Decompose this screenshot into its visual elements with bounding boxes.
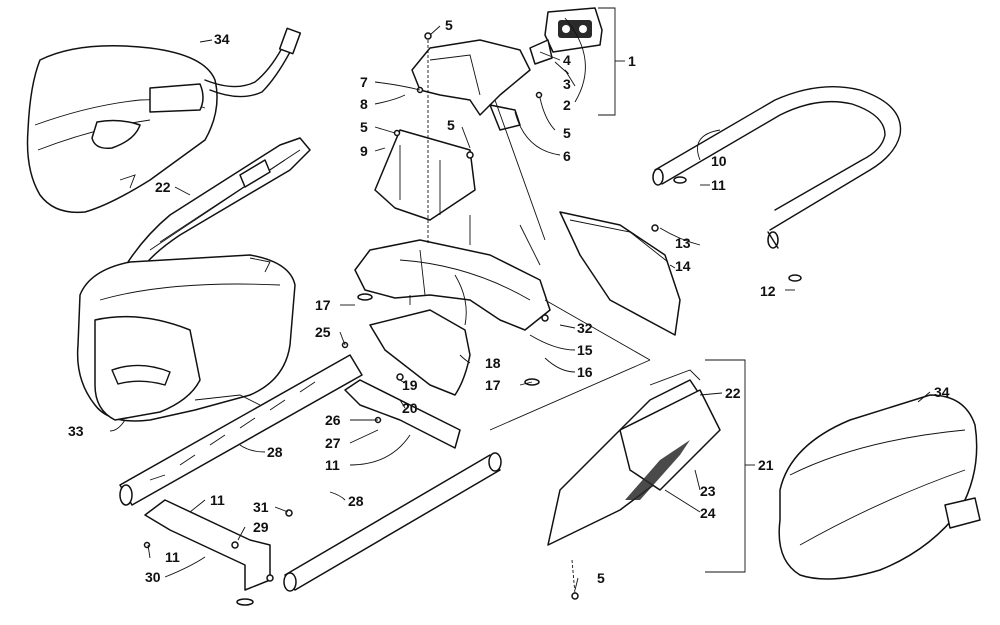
bracket-26 — [344, 379, 461, 449]
callout-5-top: 5 — [445, 17, 453, 33]
callout-13: 13 — [675, 235, 691, 251]
callout-20: 20 — [402, 400, 418, 416]
callout-30: 30 — [145, 569, 161, 585]
trunk-bag-left-33 — [76, 254, 296, 422]
callout-27: 27 — [325, 435, 341, 451]
flap-bracket-9 — [374, 129, 476, 221]
taillight-assembly-2 — [529, 7, 603, 65]
callout-17-left: 17 — [315, 297, 331, 313]
callout-31: 31 — [253, 499, 269, 515]
assembly-lines — [409, 99, 651, 431]
callout-15: 15 — [577, 342, 593, 358]
callout-11-upper: 11 — [210, 492, 225, 508]
callout-28-right: 28 — [348, 493, 364, 509]
callout-26: 26 — [325, 412, 341, 428]
callout-22-left: 22 — [155, 179, 171, 195]
callout-5-mid: 5 — [447, 117, 455, 133]
callout-28-left: 28 — [267, 444, 283, 460]
callout-16: 16 — [577, 364, 593, 380]
saddlebag-left-34 — [26, 27, 302, 214]
callout-23: 23 — [700, 483, 716, 499]
callout-33: 33 — [68, 423, 84, 439]
callout-5-right: 5 — [563, 125, 571, 141]
callout-17-right: 17 — [485, 377, 501, 393]
saddlebag-right-34 — [778, 394, 981, 580]
callout-5-bottom: 5 — [597, 570, 605, 586]
callout-labels: 1 2 3 4 5 5 5 5 5 6 7 8 9 10 11 11 11 11… — [68, 17, 950, 586]
callout-24: 24 — [700, 505, 716, 521]
callout-6: 6 — [563, 148, 571, 164]
grab-bar-10 — [652, 86, 902, 249]
side-cover-14 — [559, 211, 681, 336]
callout-11-lower: 11 — [165, 549, 180, 565]
tail-housing-6 — [411, 39, 531, 131]
mud-flap-18 — [369, 309, 471, 396]
callout-10: 10 — [711, 153, 727, 169]
callout-34-left: 34 — [214, 31, 230, 47]
callout-12: 12 — [760, 283, 776, 299]
callout-25: 25 — [315, 324, 331, 340]
rail-left-28 — [119, 354, 363, 506]
callout-32: 32 — [577, 320, 593, 336]
callout-14: 14 — [675, 258, 691, 274]
callout-1: 1 — [628, 53, 636, 69]
callout-29: 29 — [253, 519, 269, 535]
callout-4: 4 — [563, 52, 571, 68]
callout-7: 7 — [360, 74, 368, 90]
callout-9: 9 — [360, 143, 368, 159]
callout-22-right: 22 — [725, 385, 741, 401]
rail-right-28 — [283, 452, 502, 592]
bracket-30 — [144, 499, 271, 591]
callout-5-left: 5 — [360, 119, 368, 135]
callout-11-bracket: 11 — [325, 457, 340, 473]
callout-8: 8 — [360, 96, 368, 112]
callout-11-bar: 11 — [711, 177, 726, 193]
callout-19: 19 — [402, 377, 418, 393]
callout-2: 2 — [563, 97, 571, 113]
callout-21: 21 — [758, 457, 774, 473]
callout-18: 18 — [485, 355, 501, 371]
callout-leaders — [109, 7, 931, 591]
rear-fender-15 — [354, 239, 551, 331]
side-panel-right-21 — [547, 369, 721, 546]
callout-3: 3 — [563, 76, 571, 92]
callout-34-right: 34 — [934, 384, 950, 400]
